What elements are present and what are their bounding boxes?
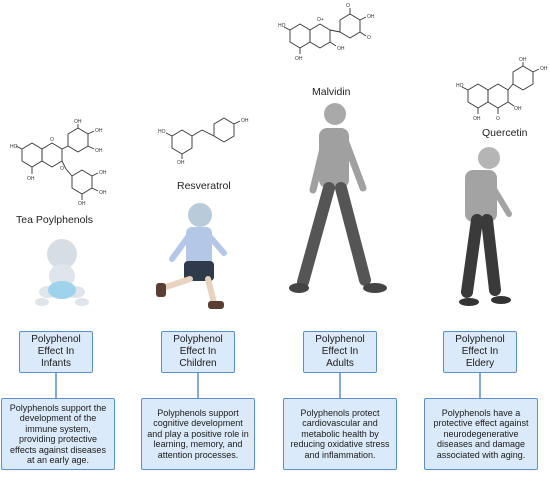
stage-title-eldery: Polyphenol Effect In Eldery [443, 331, 517, 373]
svg-text:HO: HO [158, 129, 166, 135]
adult-figure [289, 103, 387, 293]
malvidin-structure: HO OH O+ OH O OH O [278, 3, 375, 62]
quercetin-structure: HO OH O OH OH OH [456, 57, 548, 122]
elderly-figure [459, 147, 512, 306]
svg-text:OH: OH [99, 170, 107, 176]
svg-text:OH: OH [519, 57, 527, 63]
svg-text:HO: HO [10, 144, 18, 150]
svg-text:OH: OH [540, 66, 548, 72]
stage-title-adults: Polyphenol Effect In Adults [303, 331, 377, 373]
stage-desc-children: Polyphenols support cognitive developmen… [141, 398, 255, 470]
svg-text:OH: OH [473, 116, 481, 122]
svg-text:OH: OH [241, 118, 249, 124]
stage-title-infants: Polyphenol Effect In Infants [19, 331, 93, 373]
svg-text:OH: OH [514, 106, 522, 112]
stage-desc-eldery: Polyphenols have a protective effect aga… [424, 398, 538, 470]
svg-text:O: O [367, 35, 371, 41]
stage-desc-adults: Polyphenols protect cardiovascular and m… [283, 398, 397, 470]
label-quercetin: Quercetin [482, 127, 528, 139]
svg-text:OH: OH [295, 56, 303, 62]
svg-text:O: O [496, 116, 500, 122]
resveratrol-structure: HO OH OH [158, 117, 249, 166]
svg-text:OH: OH [367, 14, 375, 20]
svg-text:OH: OH [99, 190, 107, 196]
svg-text:HO: HO [456, 83, 464, 89]
svg-text:OH: OH [78, 201, 86, 207]
label-tea-polyphenols: Tea Poylphenols [16, 214, 94, 226]
child-figure [156, 203, 227, 309]
svg-text:OH: OH [337, 46, 345, 52]
svg-text:OH: OH [95, 128, 103, 134]
svg-text:O: O [60, 166, 64, 172]
infant-figure [35, 239, 89, 306]
svg-text:O: O [346, 3, 350, 9]
svg-text:OH: OH [27, 176, 35, 182]
stage-title-children: Polyphenol Effect In Children [161, 331, 235, 373]
svg-text:O+: O+ [317, 17, 324, 23]
label-malvidin: Malvidin [312, 86, 351, 98]
svg-text:HO: HO [278, 23, 286, 29]
tea-polyphenol-structure: HO OH O O OH OH OH OH OH OH [10, 119, 107, 207]
label-resveratrol: Resveratrol [177, 180, 231, 192]
stage-desc-infants: Polyphenols support the development of t… [1, 398, 115, 470]
svg-text:OH: OH [95, 148, 103, 154]
svg-text:O: O [50, 137, 54, 143]
svg-text:OH: OH [74, 119, 82, 125]
svg-text:OH: OH [177, 160, 185, 166]
